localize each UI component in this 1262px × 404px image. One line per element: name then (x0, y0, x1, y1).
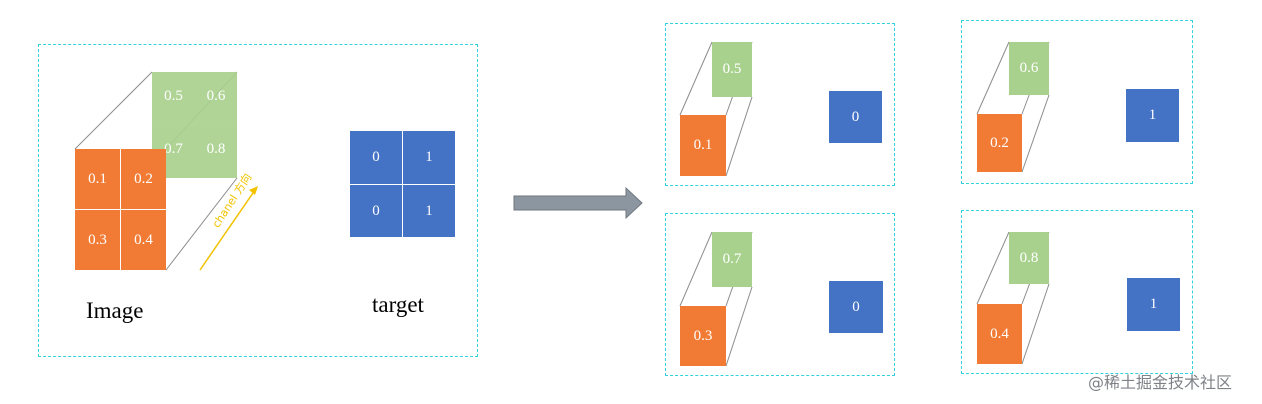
green-cell: 0.6 (1009, 42, 1049, 95)
watermark: @稀土掘金技术社区 (1088, 373, 1233, 392)
green-cell: 0.7 (712, 232, 752, 287)
green-cell: 0.6 (195, 72, 237, 120)
split-panel-2 (961, 20, 1193, 184)
target-cell: 0 (829, 281, 883, 333)
orange-cell: 0.3 (680, 306, 726, 366)
target-cell: 0 (350, 185, 402, 237)
image-label: Image (86, 298, 144, 323)
target-cell: 1 (1126, 89, 1179, 142)
target-cell: 1 (1127, 278, 1180, 331)
orange-cell: 0.2 (121, 149, 166, 209)
orange-cell: 0.3 (75, 210, 120, 270)
target-cell: 1 (403, 185, 455, 237)
transform-arrow-icon (513, 186, 643, 220)
target-cell: 0 (829, 91, 882, 143)
orange-cell: 0.4 (977, 304, 1022, 364)
orange-cell: 0.2 (977, 114, 1022, 172)
orange-cell: 0.1 (680, 115, 726, 176)
orange-cell: 0.4 (121, 210, 166, 270)
green-cell: 0.8 (1009, 232, 1049, 284)
image-target-panel (38, 44, 478, 357)
green-cell: 0.5 (712, 42, 752, 97)
green-cell: 0.5 (152, 72, 195, 120)
target-cell: 1 (403, 131, 455, 184)
channel-arrow (199, 189, 256, 271)
split-panel-1 (665, 23, 895, 186)
split-panel-3 (665, 213, 895, 376)
split-panel-4 (961, 210, 1193, 374)
orange-cell: 0.1 (75, 149, 120, 209)
target-label: target (372, 292, 424, 317)
target-cell: 0 (350, 131, 402, 184)
green-cell: 0.8 (195, 120, 237, 178)
